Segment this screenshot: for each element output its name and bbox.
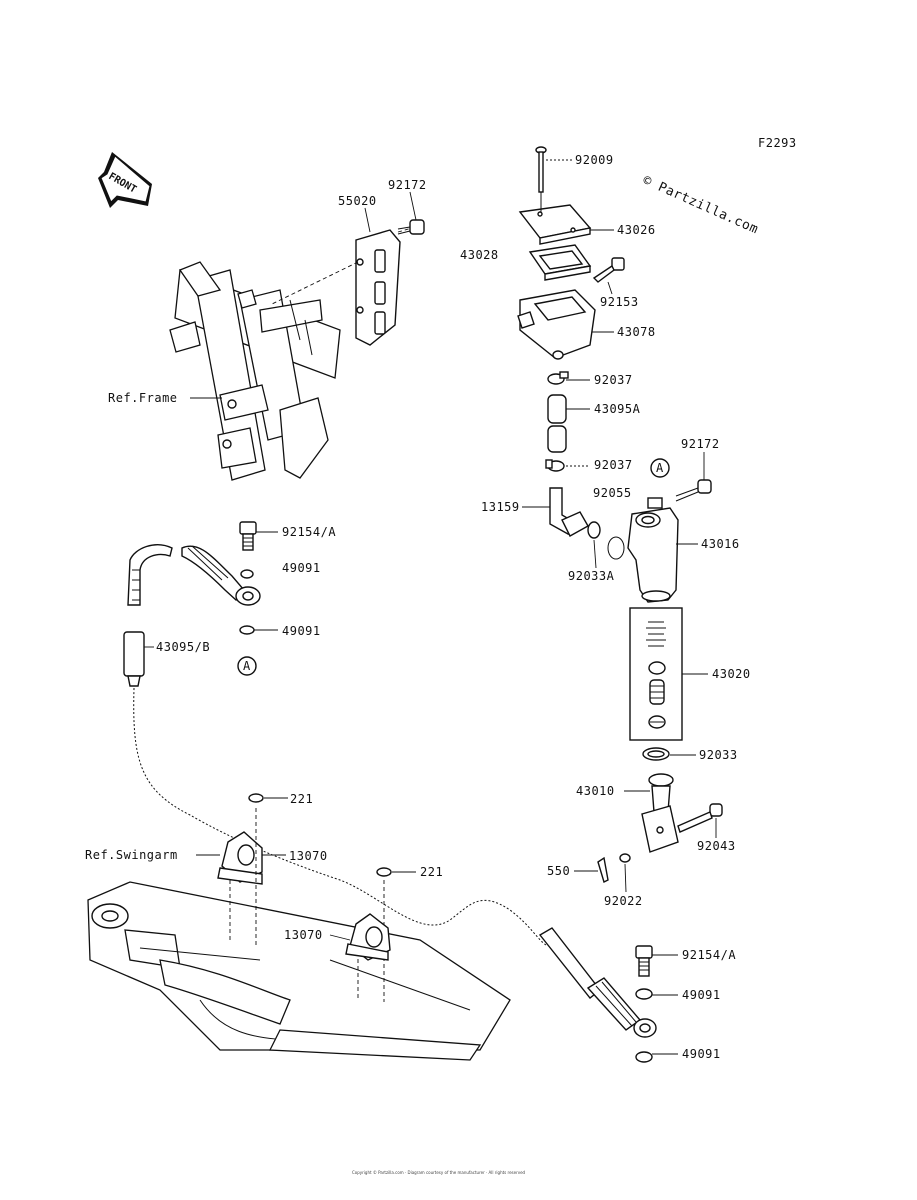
clip-221-left xyxy=(248,793,264,803)
part-43016: 43016 xyxy=(701,537,740,551)
circlip-92033 xyxy=(642,747,670,761)
hose-43095b xyxy=(123,544,173,687)
svg-text:A: A xyxy=(243,659,251,673)
part-49091-b2: 49091 xyxy=(682,1047,721,1061)
guide-13070-left xyxy=(217,831,263,885)
banjo-fitting-left xyxy=(181,545,261,606)
part-221-right: 221 xyxy=(420,865,443,879)
part-92153: 92153 xyxy=(600,295,639,309)
banjo-bolt-92154a-bottom xyxy=(635,945,653,977)
marker-a-left: A xyxy=(237,656,257,676)
part-43010: 43010 xyxy=(576,784,615,798)
bolt-92172-left xyxy=(397,219,425,235)
part-49091-l1: 49091 xyxy=(282,561,321,575)
brake-line xyxy=(133,687,547,946)
ref-frame-label: Ref.Frame xyxy=(108,391,178,405)
marker-a-right: A xyxy=(650,458,670,478)
swingarm-illustration xyxy=(87,881,511,1061)
ref-swingarm-label: Ref.Swingarm xyxy=(85,848,178,862)
washer-49091-b1 xyxy=(635,988,653,1000)
svg-text:A: A xyxy=(656,461,664,475)
hose-lower-right xyxy=(538,927,657,1038)
fitting-13159 xyxy=(549,487,589,537)
part-92172-left: 92172 xyxy=(388,178,427,192)
part-92043: 92043 xyxy=(697,839,736,853)
part-55020: 55020 xyxy=(338,194,377,208)
part-92037-top: 92037 xyxy=(594,373,633,387)
reservoir-43078 xyxy=(517,289,596,360)
part-221-left: 221 xyxy=(290,792,313,806)
part-43020: 43020 xyxy=(712,667,751,681)
part-92033a: 92033A xyxy=(568,569,615,583)
washer-49091-l1 xyxy=(240,569,254,579)
part-43095a: 43095A xyxy=(594,402,641,416)
part-92154a-left: 92154/A xyxy=(282,525,336,539)
front-arrow-icon: FRONT xyxy=(98,152,152,208)
cotter-550 xyxy=(597,856,609,883)
part-43095b: 43095/B xyxy=(156,640,210,654)
footer-copyright: Copyright © Partzilla.com · Diagram cour… xyxy=(352,1170,526,1175)
screw-92153 xyxy=(592,257,625,283)
guard-55020 xyxy=(355,229,401,346)
part-49091-b1: 49091 xyxy=(682,988,721,1002)
guide-13070-right xyxy=(345,913,391,961)
master-cylinder-43016 xyxy=(627,497,679,603)
part-550: 550 xyxy=(547,864,570,878)
pushrod-43010 xyxy=(641,773,679,853)
part-13070-right: 13070 xyxy=(284,928,323,942)
hose-43095a xyxy=(547,394,567,453)
part-92009: 92009 xyxy=(575,153,614,167)
part-43026: 43026 xyxy=(617,223,656,237)
part-92037-bottom: 92037 xyxy=(594,458,633,472)
part-43028: 43028 xyxy=(460,248,499,262)
part-13159: 13159 xyxy=(481,500,520,514)
frame-illustration xyxy=(169,261,341,481)
banjo-bolt-92154a-left xyxy=(239,521,257,551)
part-92154a-bottom: 92154/A xyxy=(682,948,736,962)
part-43078: 43078 xyxy=(617,325,656,339)
part-92033: 92033 xyxy=(699,748,738,762)
part-92055: 92055 xyxy=(593,486,632,500)
clamp-92037-top xyxy=(547,371,569,385)
kit-43020 xyxy=(629,607,683,741)
part-49091-l2: 49091 xyxy=(282,624,321,638)
part-13070-left: 13070 xyxy=(289,849,328,863)
circlip-92033a xyxy=(587,521,601,539)
pin-92043 xyxy=(677,803,723,833)
watermark: © Partzilla.com xyxy=(640,173,760,238)
part-92172-right: 92172 xyxy=(681,437,720,451)
washer-92022 xyxy=(619,853,631,863)
washer-49091-l2 xyxy=(239,625,255,635)
screw-92009 xyxy=(535,146,547,193)
clip-221-right xyxy=(376,867,392,877)
bolt-92172-right xyxy=(675,479,712,502)
part-92022: 92022 xyxy=(604,894,643,908)
clamp-92037-bottom xyxy=(545,459,565,472)
washer-49091-b2 xyxy=(635,1051,653,1063)
cap-43026 xyxy=(518,204,592,245)
figure-code: F2293 xyxy=(758,136,797,150)
diaphragm-43028 xyxy=(528,244,592,281)
